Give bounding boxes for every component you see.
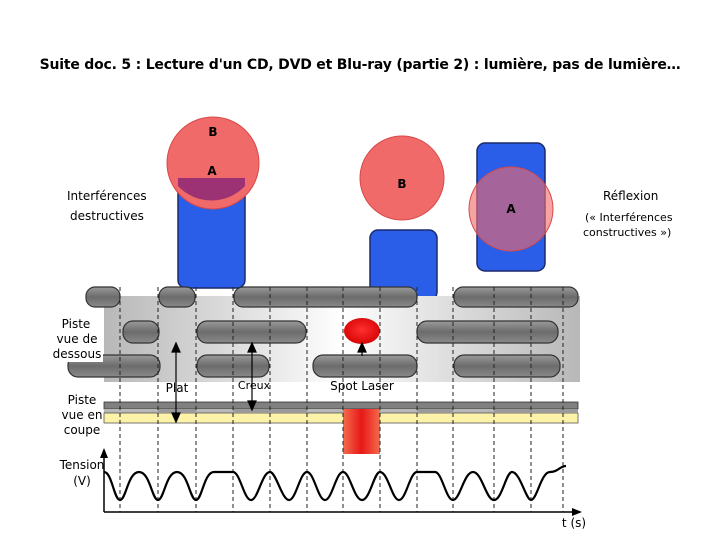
constructives-label-2: constructives ») bbox=[583, 226, 671, 239]
mid-b-label: B bbox=[397, 177, 406, 191]
voltage-graph bbox=[100, 448, 582, 516]
left-a-label: A bbox=[207, 164, 217, 178]
constructives-label-1: (« Interférences bbox=[585, 211, 673, 224]
plat-label: Plat bbox=[166, 381, 189, 395]
left-overlap bbox=[178, 178, 245, 201]
laser-beam-section bbox=[343, 409, 380, 454]
reflexion-label: Réflexion bbox=[603, 189, 658, 203]
left-b-label: B bbox=[208, 125, 217, 139]
piste-coupe-label-2: vue en bbox=[62, 408, 103, 422]
piste-dessous-label-1: Piste bbox=[62, 317, 91, 331]
tension-label-1: Tension bbox=[59, 458, 105, 472]
laser-spot bbox=[344, 318, 380, 344]
mid-circle-b bbox=[359, 135, 445, 221]
voltage-curve bbox=[103, 464, 567, 502]
right-circle-a bbox=[468, 166, 554, 252]
piste-coupe-label-1: Piste bbox=[68, 393, 97, 407]
middle-beam-group: B bbox=[359, 135, 445, 301]
creux-label: Creux bbox=[238, 379, 271, 392]
interferences-label-1: Interférences bbox=[67, 189, 147, 203]
time-axis-label: t (s) bbox=[562, 516, 586, 530]
spot-laser-label: Spot Laser bbox=[330, 379, 394, 393]
tension-label-2: (V) bbox=[73, 474, 91, 488]
track-bottom-view bbox=[67, 286, 580, 382]
piste-dessous-label-2: vue de bbox=[57, 332, 98, 346]
piste-coupe-label-3: coupe bbox=[64, 423, 101, 437]
guide-lines bbox=[119, 287, 564, 512]
right-beam-group: A bbox=[468, 142, 554, 272]
interferences-label-2: destructives bbox=[70, 209, 144, 223]
annotation-arrows bbox=[171, 341, 367, 424]
page-title: Suite doc. 5 : Lecture d'un CD, DVD et B… bbox=[39, 57, 681, 73]
track-cross-section bbox=[103, 401, 579, 454]
right-a-label: A bbox=[506, 202, 516, 216]
left-beam-group: B A bbox=[166, 116, 260, 289]
piste-dessous-label-3: dessous bbox=[53, 347, 102, 361]
